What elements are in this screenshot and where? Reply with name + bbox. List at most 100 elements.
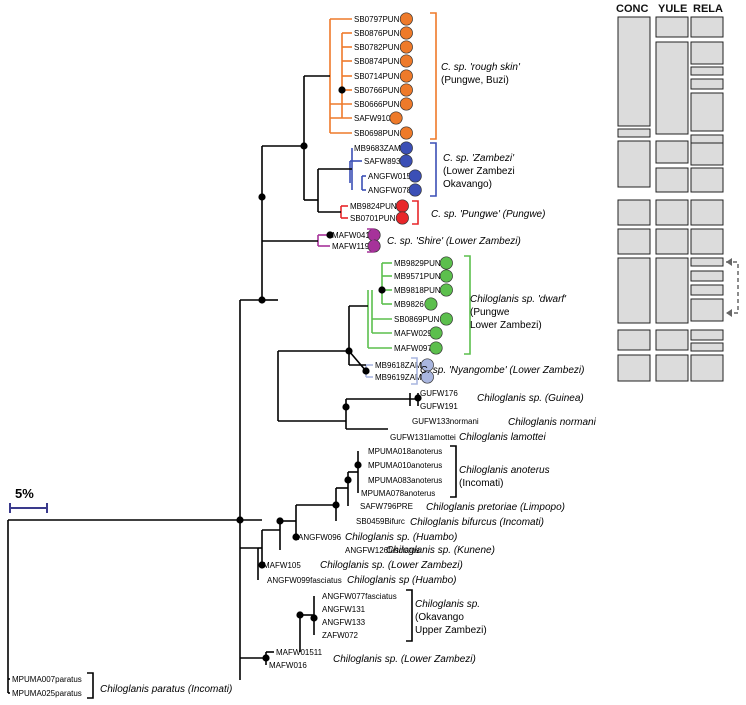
clade-bracket	[367, 228, 374, 253]
taxon-label: MB9618ZAM	[375, 361, 422, 370]
arrowhead-icon	[726, 309, 732, 317]
taxon-label: SB0459Bifurc	[356, 517, 405, 526]
sample-marker-icon	[408, 169, 422, 183]
taxon-label: SB0698PUN	[354, 129, 400, 138]
sample-marker-icon	[399, 69, 413, 83]
taxon-label: SB0701PUN	[350, 214, 396, 223]
delimitation-bar	[690, 41, 724, 65]
taxon-label: ANGFW126fasciatus	[345, 546, 420, 555]
backbone-branch	[348, 350, 367, 372]
clade-bracket	[430, 142, 437, 197]
taxon-label: SB0869PUN	[394, 315, 440, 324]
clade-label: C. sp. 'Shire' (Lower Zambezi)	[387, 236, 521, 247]
clade-label: Chiloglanis sp (Huambo)	[347, 575, 457, 586]
node-support-dot	[276, 517, 284, 525]
sample-marker-icon	[429, 326, 443, 340]
delimitation-bar	[690, 66, 724, 76]
clade-label: (Incomati)	[459, 478, 503, 489]
node-support-dot	[332, 501, 340, 509]
clade-bracket	[430, 12, 437, 140]
delimitation-bar	[690, 228, 724, 255]
column-header: RELA	[693, 3, 723, 15]
clade-label: Chiloglanis sp.	[415, 599, 480, 610]
node-support-dot	[342, 403, 350, 411]
node-support-dot	[326, 231, 334, 239]
delimitation-bar	[690, 270, 724, 282]
clade-label: Lower Zambezi)	[470, 320, 542, 331]
taxon-label: MAFW119	[332, 242, 370, 251]
clade-label: Okavango)	[443, 179, 492, 190]
taxon-label: MPUMA025paratus	[12, 689, 82, 698]
clade-label: Chiloglanis anoterus	[459, 465, 550, 476]
node-support-dot	[258, 561, 266, 569]
delimitation-bar	[655, 329, 689, 351]
taxon-label: GUFW131lamottei	[390, 433, 456, 442]
taxon-label: MPUMA083anoterus	[368, 476, 442, 485]
clade-label: Chiloglanis lamottei	[459, 432, 546, 443]
taxon-label: SAFW910	[354, 114, 391, 123]
delimitation-bar	[655, 16, 689, 38]
clade-label: Chiloglanis sp. 'dwarf'	[470, 294, 567, 305]
sample-marker-icon	[429, 341, 443, 355]
delimitation-bar	[690, 167, 724, 193]
clade-bracket	[450, 445, 457, 498]
clade-label: Chiloglanis pretoriae (Limpopo)	[426, 502, 565, 513]
taxon-label: MPUMA007paratus	[12, 675, 82, 684]
delimitation-bar	[617, 199, 651, 226]
sample-marker-icon	[439, 269, 453, 283]
taxon-label: ANGFW078	[368, 186, 412, 195]
delimitation-bar	[690, 92, 724, 132]
sample-marker-icon	[399, 141, 413, 155]
node-support-dot	[296, 611, 304, 619]
node-support-dot	[338, 86, 346, 94]
sample-marker-icon	[399, 54, 413, 68]
taxon-label: ANGFW131	[322, 605, 366, 614]
taxon-label: SB0666PUN	[354, 100, 400, 109]
clade-label: (Okavango	[415, 612, 464, 623]
delimitation-bar	[690, 298, 724, 322]
arrowhead-icon	[726, 258, 732, 266]
delimitation-bar	[617, 257, 651, 324]
clade-label: Chiloglanis sp. (Huambo)	[345, 532, 457, 543]
sample-marker-icon	[389, 111, 403, 125]
taxon-label: MAFW016	[269, 661, 307, 670]
delimitation-bar	[655, 228, 689, 255]
taxon-label: ANGFW015	[368, 172, 412, 181]
taxon-label: SB0714PUN	[354, 72, 400, 81]
taxon-label: ANGFW096	[298, 533, 342, 542]
delimitation-bar	[690, 284, 724, 296]
taxon-label: MB9826	[394, 300, 424, 309]
node-support-dot	[345, 347, 353, 355]
delimitation-bar	[690, 142, 724, 166]
node-support-dot	[258, 296, 266, 304]
node-support-dot	[362, 367, 370, 375]
taxon-label: GUFW133normani	[412, 417, 479, 426]
node-support-dot	[300, 142, 308, 150]
dashed-arrow	[726, 261, 739, 314]
taxon-label: MAFW041	[332, 231, 370, 240]
taxon-label: ANGFW133	[322, 618, 366, 627]
clade-bracket	[87, 672, 94, 699]
sample-marker-icon	[399, 126, 413, 140]
sample-marker-icon	[399, 97, 413, 111]
clade-label: Chiloglanis sp. (Lower Zambezi)	[320, 560, 463, 571]
delimitation-bar	[655, 167, 689, 193]
delimitation-bar	[617, 16, 651, 127]
taxon-label: ZAFW072	[322, 631, 359, 640]
delimitation-bar	[617, 140, 651, 188]
taxon-label: MB9571PUN	[394, 272, 441, 281]
clade-label: Upper Zambezi)	[415, 625, 487, 636]
taxon-label: MB9824PUN	[350, 202, 397, 211]
delimitation-bar	[690, 257, 724, 267]
taxon-label: SB0874PUN	[354, 57, 400, 66]
delimitation-bar	[690, 78, 724, 90]
sample-marker-icon	[399, 83, 413, 97]
clade-label: C. sp. 'Zambezi'	[443, 153, 515, 164]
clade-label: C. sp. 'Pungwe' (Pungwe)	[431, 209, 545, 220]
taxon-label: ANGFW077fasciatus	[322, 592, 397, 601]
delimitation-bar	[655, 199, 689, 226]
taxon-label: MB9619ZAM	[375, 373, 422, 382]
sample-marker-icon	[395, 211, 409, 225]
clade-label: (Pungwe, Buzi)	[441, 75, 509, 86]
column-header: CONC	[616, 3, 648, 15]
